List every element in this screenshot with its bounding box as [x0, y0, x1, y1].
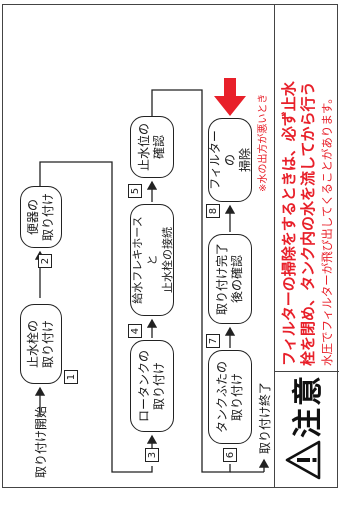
filter-note: ※水の出方が悪いとき	[258, 93, 269, 192]
step-4-number: 4	[128, 324, 142, 338]
flow-connectors	[34, 78, 270, 473]
step-1-box: 止水栓の 取り付け	[20, 304, 62, 384]
step-4-box: 給水フレキホースと 止水栓の接続	[130, 204, 174, 316]
step-7-number: 7	[206, 334, 220, 348]
step-2-box: 便器の 取り付け	[20, 186, 62, 248]
start-label: 取り付け開始	[34, 405, 48, 478]
caution-line-2: 栓を閉め、タンク内の水を流してから行う	[299, 81, 317, 366]
caution-line-1: フィルターの掃除をするときは、必ず止水	[280, 81, 298, 366]
step-3-box: ロータンクの 取り付け	[130, 340, 174, 432]
step-5-number: 5	[128, 184, 142, 198]
outer-frame	[2, 4, 338, 488]
caution-section: 注意 フィルターの掃除をするときは、必ず止水 栓を閉め、タンク内の水を流してから…	[274, 4, 339, 488]
step-6-number: 6	[223, 448, 237, 462]
end-label: 取り付け終了	[258, 381, 272, 454]
rotated-stage: 取り付け開始 止水栓の 取り付け 1 便器の 取り付け 2 3 ロータンクの 取…	[2, 4, 339, 488]
caution-heading: 注意	[291, 374, 326, 438]
step-1-number: 1	[64, 370, 78, 384]
warning-triangle-icon	[285, 440, 321, 480]
step-2-number: 2	[38, 254, 52, 268]
row2-to-row3-connector	[151, 89, 231, 473]
step-5-box: 止水位の 確認	[130, 116, 174, 178]
caution-label-area: 注意	[275, 371, 339, 488]
step-3-number: 3	[145, 448, 159, 462]
step-8-box: フィルターの 掃除	[208, 118, 252, 202]
step-6-box: タンクふたの 取り付け	[208, 350, 252, 444]
row1-to-row2-connector	[39, 161, 153, 473]
step-8-number: 8	[206, 204, 220, 218]
red-arrow-icon	[214, 78, 246, 116]
step-7-box: 取り付け完了 後の確認	[208, 234, 252, 324]
caution-line-3: 水圧でフィルターが飛び出してくることがあります。	[320, 92, 334, 366]
